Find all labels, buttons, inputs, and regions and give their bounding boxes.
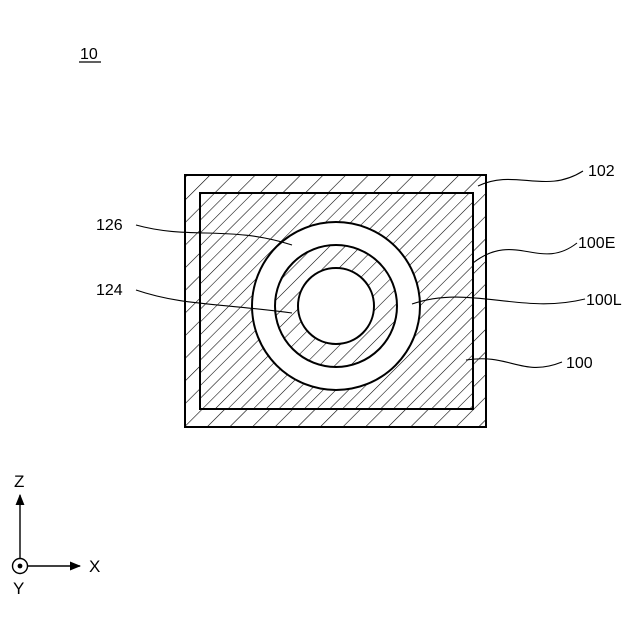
leader-102 (478, 171, 583, 186)
coordinate-axes: Z X Y (13, 472, 101, 598)
axis-label-y: Y (13, 579, 24, 598)
label-100E: 100E (578, 235, 615, 252)
label-102: 102 (588, 163, 615, 180)
axis-label-z: Z (14, 472, 24, 491)
label-100L: 100L (586, 292, 622, 309)
leader-100E (473, 243, 577, 263)
lumen (298, 268, 374, 344)
figure-number: 10 (80, 46, 98, 63)
label-124: 124 (96, 282, 123, 299)
y-axis-dot (18, 564, 23, 569)
label-100: 100 (566, 355, 593, 372)
label-126: 126 (96, 217, 123, 234)
axis-label-x: X (89, 557, 100, 576)
